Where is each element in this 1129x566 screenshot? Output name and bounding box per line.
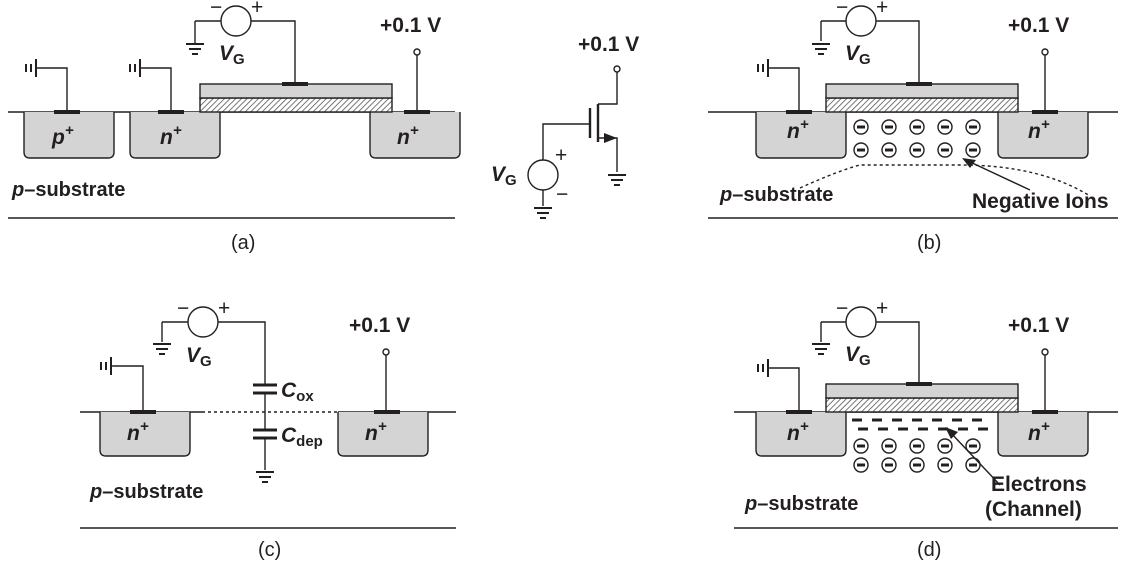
ground-symbol [100, 356, 114, 376]
ground-symbol [185, 43, 205, 55]
vg-source [187, 306, 219, 338]
source-minus-sign: − [836, 0, 848, 19]
p-substrate-label: p–substrate [89, 481, 203, 503]
p-substrate-label: p–substrate [719, 184, 833, 206]
contact-pad [1032, 410, 1058, 414]
n-plus-well-source [755, 112, 847, 159]
p-plus-well [23, 112, 115, 159]
source-plus-sign: + [876, 0, 888, 19]
drain-voltage-label: +0.1 V [349, 314, 410, 337]
contact-pad [404, 110, 430, 114]
ground-symbol [607, 174, 627, 186]
vg-label: VG [845, 343, 871, 369]
caption-a: (a) [231, 232, 255, 254]
vg-source [220, 5, 252, 37]
ground-symbol [811, 43, 831, 55]
source-minus-sign: − [210, 0, 222, 19]
n-plus-label: n+ [1028, 418, 1050, 445]
gate-poly [825, 83, 1019, 99]
contact-pad [1032, 110, 1058, 114]
n-plus-well-drain [997, 112, 1089, 159]
drain-terminal [1041, 48, 1049, 56]
vg-source [845, 5, 877, 37]
vg-label: VG [491, 163, 517, 189]
source-plus-sign: + [876, 297, 888, 320]
n-plus-well-drain [369, 112, 461, 159]
p-substrate-label: p–substrate [11, 179, 125, 201]
n-plus-well-drain [997, 412, 1089, 457]
drain-voltage-label: +0.1 V [578, 33, 639, 56]
n-plus-well-source [129, 112, 221, 159]
p-substrate-label: p–substrate [744, 493, 858, 515]
drain-voltage-label: +0.1 V [380, 14, 441, 37]
vg-label: VG [186, 344, 212, 370]
panel-b: − + VG +0.1 V n+ n+ Negative Ions p–subs… [708, 0, 1118, 254]
cox-label: Cox [281, 379, 314, 405]
n-plus-label: n+ [787, 418, 809, 445]
drain-voltage-label: +0.1 V [1008, 14, 1069, 37]
ground-symbol [811, 343, 831, 355]
gate-poly [199, 83, 393, 99]
ground-symbol [25, 58, 39, 78]
n-plus-well-source [755, 412, 847, 457]
n-plus-well-source [99, 412, 191, 457]
caption-c: (c) [258, 539, 281, 561]
ground-symbol [129, 58, 143, 78]
negative-ions [852, 118, 982, 159]
drain-voltage-label: +0.1 V [1008, 314, 1069, 337]
source-plus-sign: + [218, 297, 230, 320]
source-minus-sign: − [177, 297, 189, 320]
source-minus-sign: − [556, 183, 568, 206]
vg-label: VG [845, 42, 871, 68]
contact-pad [374, 410, 400, 414]
negative-ions-label: Negative Ions [972, 190, 1109, 213]
panel-a: − + VG +0.1 V p+ n+ n+ p–substrate (a) [8, 0, 461, 254]
electrons-label: Electrons [991, 473, 1087, 496]
pointer-arrow [967, 160, 1031, 191]
source-plus-sign: + [555, 144, 567, 167]
ground-symbol [533, 207, 553, 219]
ground-symbol [255, 471, 275, 483]
panel-c: − + VG Cox Cdep +0.1 V n+ n+ p–substrate… [80, 297, 456, 561]
panel-d: − + VG +0.1 V n+ n+ Electrons (Channel) … [734, 297, 1118, 561]
drain-terminal [382, 348, 390, 356]
channel-label: (Channel) [985, 498, 1082, 521]
source-plus-sign: + [251, 0, 263, 19]
nmos-symbol: +0.1 V + − VG [491, 33, 639, 219]
drain-terminal [413, 48, 421, 56]
ground-symbol [152, 343, 172, 355]
gate-oxide [199, 97, 393, 113]
vg-source [527, 159, 559, 191]
drain-terminal [1041, 348, 1049, 356]
n-plus-label: n+ [127, 418, 149, 445]
drain-terminal [613, 65, 621, 73]
caption-b: (b) [917, 232, 941, 254]
depletion-boundary [799, 164, 1091, 197]
channel-electrons [852, 418, 988, 431]
n-plus-label: n+ [160, 122, 182, 149]
caption-d: (d) [917, 539, 941, 561]
gate-oxide [825, 397, 1019, 413]
source-minus-sign: − [836, 297, 848, 320]
ground-symbol [757, 358, 771, 378]
ground-symbol [757, 58, 771, 78]
gate-oxide [825, 97, 1019, 113]
n-plus-label: n+ [397, 122, 419, 149]
n-plus-label: n+ [1028, 116, 1050, 143]
cdep-label: Cdep [281, 424, 323, 450]
vg-source [845, 306, 877, 338]
vg-label: VG [219, 42, 245, 68]
n-plus-well-drain [337, 412, 429, 457]
p-plus-label: p+ [51, 122, 74, 149]
pointer-arrow [949, 431, 1001, 486]
n-plus-label: n+ [787, 116, 809, 143]
gate-poly [825, 383, 1019, 399]
n-plus-label: n+ [365, 418, 387, 445]
